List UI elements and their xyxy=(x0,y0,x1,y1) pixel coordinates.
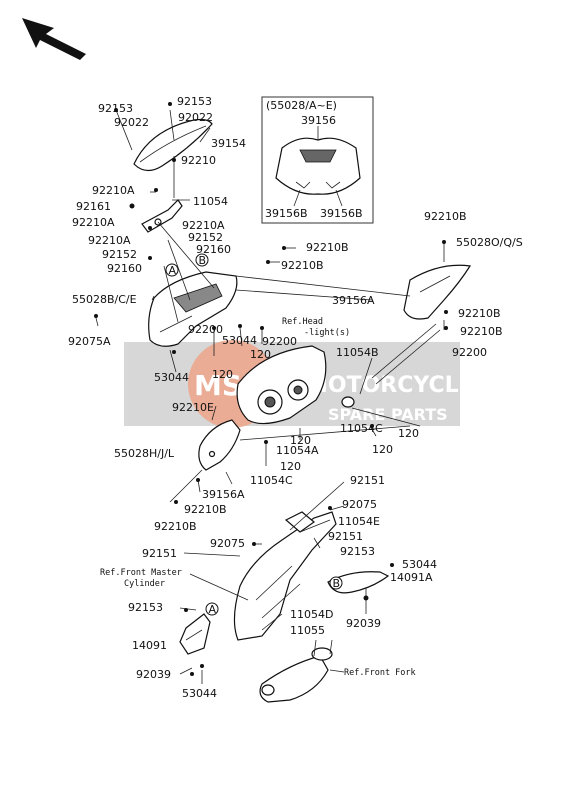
part-label: 120 xyxy=(212,368,233,381)
part-label: 55028H/J/L xyxy=(114,447,175,460)
inset-part-left: 39156B xyxy=(265,207,308,220)
part-label: 120 xyxy=(250,348,271,361)
part-label: 92153 xyxy=(177,95,212,108)
part-label: 92210A xyxy=(92,184,135,197)
ref-master-cylinder-line1: Ref.Front Master xyxy=(100,568,182,578)
inset-title: (55028/A~E) xyxy=(266,99,337,112)
part-label: 92075 xyxy=(210,537,245,550)
part-label: 92210A xyxy=(72,216,115,229)
svg-text:B: B xyxy=(199,254,207,267)
inner-cover-part xyxy=(233,511,337,641)
part-label: 11054D xyxy=(290,608,333,621)
part-label: 92210B xyxy=(281,259,324,272)
callout-a-2: A xyxy=(205,602,219,616)
part-label: 92153 xyxy=(98,102,133,115)
watermark-line1: MOTORCYCLE xyxy=(306,373,474,398)
headlight-assembly-part xyxy=(236,345,355,425)
inset-part-top: 39156 xyxy=(301,114,336,127)
part-label: 92153 xyxy=(128,601,163,614)
part-label: 55028B/C/E xyxy=(72,293,137,306)
part-label: 120 xyxy=(372,443,393,456)
part-label: 92200 xyxy=(452,346,487,359)
part-label: 92200 xyxy=(188,323,223,336)
front-direction-arrow-icon xyxy=(22,18,86,60)
part-label: 14091A xyxy=(390,571,433,584)
part-labels: 92153 92153 92022 92022 39154 92210 9221… xyxy=(68,95,523,700)
part-label: 53044 xyxy=(182,687,217,700)
callout-b-1: B xyxy=(195,253,209,267)
part-label: 92022 xyxy=(178,111,213,124)
part-label: 11054C xyxy=(250,474,293,487)
front-fork-part xyxy=(259,639,333,703)
part-label: 92160 xyxy=(196,243,231,256)
part-label: 92151 xyxy=(350,474,385,487)
lower-left-panel-part xyxy=(198,419,241,471)
part-label: 92022 xyxy=(114,116,149,129)
fasteners xyxy=(94,102,448,676)
leader-lines xyxy=(95,109,445,684)
part-label: 92210E xyxy=(172,401,214,414)
part-label: 120 xyxy=(290,434,311,447)
part-label: 92210B xyxy=(154,520,197,533)
windscreen-part xyxy=(133,118,213,172)
small-cover-14091A-part xyxy=(327,571,390,594)
part-label: 92151 xyxy=(328,530,363,543)
part-label: 120 xyxy=(398,427,419,440)
ref-headlight-line1: Ref.Head xyxy=(282,317,323,327)
part-label: 92161 xyxy=(76,200,111,213)
part-label: 92210 xyxy=(181,154,216,167)
svg-text:B: B xyxy=(333,577,341,590)
part-label: 92039 xyxy=(136,668,171,681)
part-label: 120 xyxy=(280,460,301,473)
part-label: 92151 xyxy=(142,547,177,560)
part-label: 92160 xyxy=(107,262,142,275)
part-label: 92210B xyxy=(306,241,349,254)
part-label: 92210A xyxy=(88,234,131,247)
callout-b-2: B xyxy=(329,576,343,590)
upper-cowl-left-part xyxy=(148,271,238,347)
part-label: 53044 xyxy=(222,334,257,347)
part-label: 11054C xyxy=(340,422,383,435)
part-label: 55028O/Q/S xyxy=(456,236,523,249)
part-label: 53044 xyxy=(154,371,189,384)
part-label: 92210B xyxy=(460,325,503,338)
part-label: 39154 xyxy=(211,137,246,150)
part-label: 92210B xyxy=(458,307,501,320)
part-label: 92152 xyxy=(102,248,137,261)
part-label: 92200 xyxy=(262,335,297,348)
part-label: 39156A xyxy=(332,294,375,307)
part-label: 11054A xyxy=(276,444,319,457)
part-label: 92039 xyxy=(346,617,381,630)
part-label: 11055 xyxy=(290,624,325,637)
part-label: 92210B xyxy=(184,503,227,516)
part-label: 92152 xyxy=(188,231,223,244)
inset-box: (55028/A~E) 39156 39156B 39156B xyxy=(261,96,374,224)
svg-text:A: A xyxy=(169,264,177,277)
callout-a-1: A xyxy=(165,263,179,277)
part-label: 92210B xyxy=(424,210,467,223)
small-cover-14091-part xyxy=(179,613,211,655)
part-label: 92153 xyxy=(340,545,375,558)
part-label: 53044 xyxy=(402,558,437,571)
part-label: 39156A xyxy=(202,488,245,501)
part-label: 92075A xyxy=(68,335,111,348)
side-panel-right-part xyxy=(371,264,472,385)
part-label: 11054E xyxy=(338,515,380,528)
part-label: 92210A xyxy=(182,219,225,232)
ref-front-fork: Ref.Front Fork xyxy=(344,668,416,678)
inset-part-right: 39156B xyxy=(320,207,363,220)
svg-text:A: A xyxy=(209,603,217,616)
part-label: 11054 xyxy=(193,195,228,208)
ref-master-cylinder-line2: Cylinder xyxy=(124,579,165,589)
part-label: 11054B xyxy=(336,346,379,359)
ref-headlight-line2: -light(s) xyxy=(304,328,350,338)
part-label: 92075 xyxy=(342,498,377,511)
part-label: 14091 xyxy=(132,639,167,652)
